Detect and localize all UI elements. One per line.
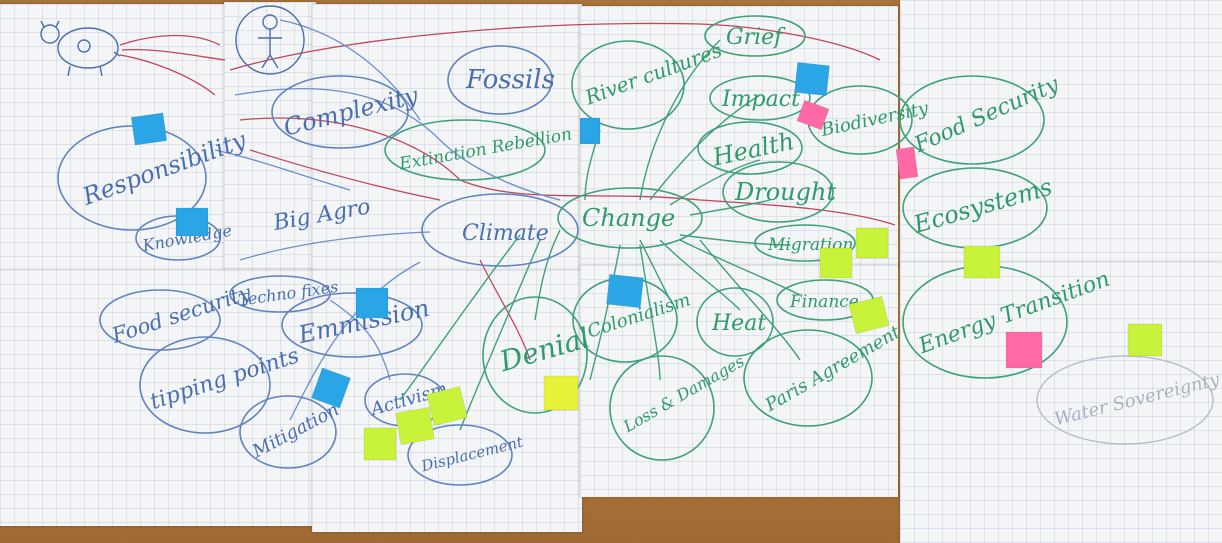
ring-climate [421, 193, 579, 267]
ring-paris [743, 329, 873, 427]
ring-emmission [281, 292, 423, 358]
ring-extinction [384, 119, 546, 181]
sticky-note-yellow-1 [543, 375, 579, 411]
ring-food-security-right [899, 75, 1045, 165]
ring-water-sovereignty [1036, 355, 1214, 445]
word-drought: Drought [734, 178, 836, 206]
word-tipping-points: tipping points [147, 343, 302, 415]
word-fossils: Fossils [465, 65, 555, 95]
word-extinction: Extinction Rebellion [397, 124, 574, 174]
paper-sheet-1 [0, 4, 228, 272]
paper-sheet-4 [0, 270, 316, 526]
word-water-sovereignty: Water Sovereignty [1052, 369, 1222, 431]
stick-figure-icon [235, 5, 305, 75]
sticky-note-blue-4 [311, 367, 351, 409]
sticky-note-blue-3 [355, 287, 389, 319]
sticky-note-yellow-3 [395, 406, 435, 446]
pig-doodle-icon [40, 20, 121, 77]
paper-sheet-8 [900, 0, 1222, 265]
word-ecosystems: Ecosystems [910, 173, 1056, 239]
ring-impact [709, 75, 811, 121]
ring-grief [704, 15, 806, 57]
word-paris: Paris Agreement [761, 321, 905, 416]
ring-mitigation [239, 395, 337, 469]
sticky-note-yellow-8 [963, 245, 1001, 279]
word-heat: Heat [711, 311, 766, 336]
word-grief: Grief [726, 25, 786, 50]
ring-drought [722, 161, 834, 223]
word-denial: Denial [495, 321, 593, 378]
ring-tipping-points [139, 336, 271, 434]
ring-denial [482, 296, 588, 414]
ring-migration [754, 224, 856, 262]
sticky-note-yellow-2 [363, 427, 397, 461]
ring-health [697, 121, 803, 175]
ring-loss-damages [609, 355, 715, 461]
sticky-note-yellow-5 [855, 227, 889, 259]
word-finance: Finance [789, 292, 859, 312]
sticky-note-blue-7 [794, 62, 830, 96]
sticky-note-yellow-6 [819, 247, 853, 279]
word-change: Change [582, 204, 675, 232]
word-climate: Climate [462, 221, 549, 246]
word-food-security-right: Food Security [910, 72, 1063, 159]
sticky-note-pink-1 [796, 99, 830, 131]
sticky-note-pink-2 [895, 146, 919, 180]
ring-responsibility [57, 125, 207, 231]
sticky-note-pink-3 [1005, 331, 1043, 369]
paper-sheet-6 [580, 6, 898, 268]
word-river-cultures: River cultures [581, 38, 725, 110]
word-big-agro: Big Agro [271, 194, 373, 236]
ring-change [557, 187, 703, 249]
connector-lines [119, 19, 896, 431]
sticky-note-blue-2 [175, 207, 209, 237]
word-techno-fixes: Techno fixes [237, 277, 339, 310]
paper-sheet-3 [312, 4, 582, 272]
ring-complexity [271, 75, 409, 149]
ring-displacement [407, 424, 513, 486]
paper-sheet-9 [900, 262, 1222, 543]
word-impact: Impact [721, 87, 800, 112]
sticky-note-yellow-7 [848, 295, 890, 335]
ring-heat [696, 287, 774, 357]
sticky-note-blue-6 [606, 273, 644, 309]
sticky-note-blue-1 [130, 112, 168, 146]
sticky-notes [130, 62, 1163, 461]
sticky-note-yellow-9 [1127, 323, 1163, 357]
word-food-security-left: Food security [108, 280, 255, 348]
sticky-note-blue-5 [579, 117, 601, 145]
ring-river-cultures [571, 40, 685, 130]
sticky-note-yellow-4 [426, 385, 468, 427]
ring-fossils [447, 45, 553, 115]
word-loss-damages: Loss & Damages [619, 351, 747, 436]
